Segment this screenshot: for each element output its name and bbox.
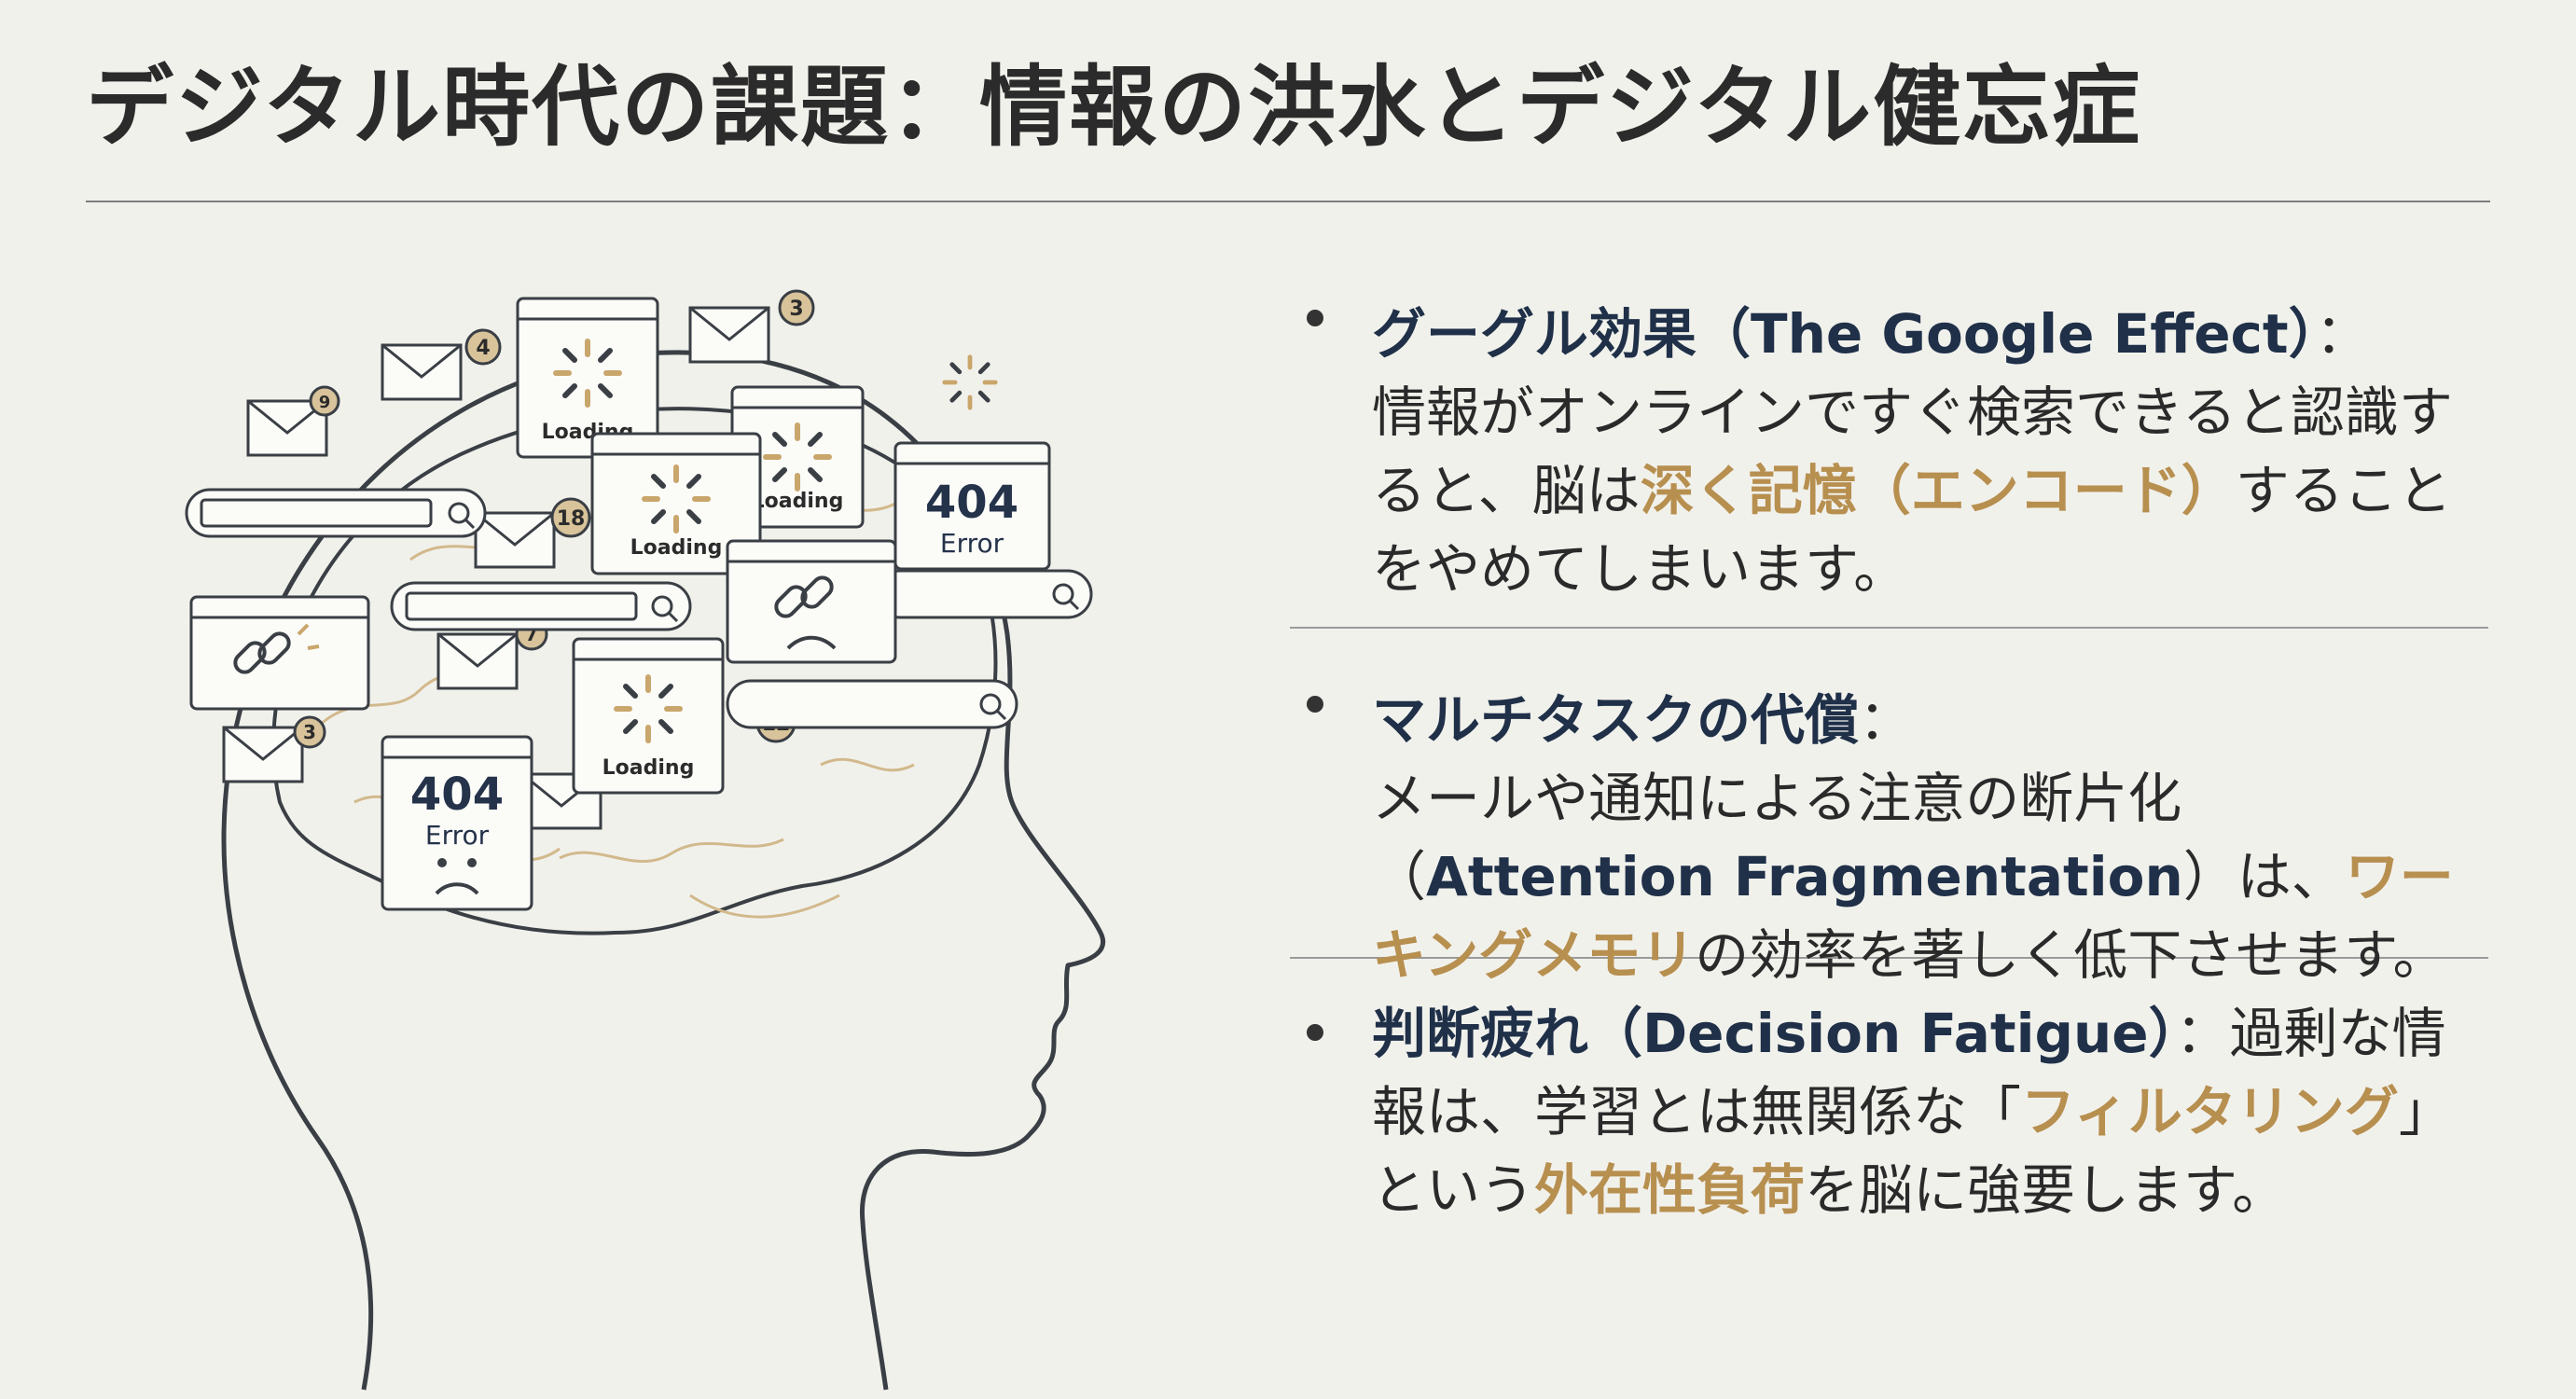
bullet-icon [1307, 1024, 1323, 1041]
search-bar-icon [185, 488, 1093, 729]
point-highlight: ワーキングメモリ [1372, 845, 2454, 987]
point-term: 判断疲れ（Decision Fatigue） [1372, 1002, 2176, 1065]
svg-text:18: 18 [557, 507, 586, 531]
head-profile-icon [221, 350, 1105, 1391]
svg-text:4: 4 [476, 337, 490, 360]
point-text: メールや通知による注意の断片化（ [1372, 767, 2182, 908]
point-text: ）は、 [2182, 845, 2346, 908]
head-illustration: 3 4 9 18 7 3 12 [185, 289, 1105, 1391]
svg-text:9: 9 [319, 393, 331, 412]
title-divider [86, 201, 2490, 202]
loading-spinner-icon: Loading Loading Loading Loading [516, 297, 865, 795]
bullet-icon [1307, 696, 1323, 713]
point-colon: ： [2175, 1002, 2230, 1065]
point-decision-fatigue: 判断疲れ（Decision Fatigue）：過剰な情報は、学習とは無関係な「フ… [1290, 959, 2488, 1229]
page-title: デジタル時代の課題：情報の洪水とデジタル健忘症 [86, 57, 2142, 159]
section-divider [1290, 957, 2488, 959]
point-highlight: 外在性負荷 [1534, 1158, 1806, 1222]
envelope-icon [474, 511, 556, 569]
point-text: 過剰な情報は、学習とは無関係な「 [1372, 1002, 2446, 1143]
svg-text:404: 404 [410, 769, 504, 821]
point-multitask: マルチタスクの代償： メールや通知による注意の断片化（Attention Frag… [1290, 629, 2488, 987]
svg-text:Error: Error [425, 820, 490, 851]
point-text: することをやめてしまいます。 [1372, 459, 2452, 601]
svg-text:404: 404 [925, 477, 1018, 529]
point-term-english: Attention Fragmentation [1426, 845, 2183, 908]
svg-text:Loading: Loading [752, 490, 844, 513]
svg-text:3: 3 [789, 298, 803, 321]
point-google-effect: グーグル効果（The Google Effect）： 情報がオンラインですぐ検索で… [1290, 280, 2488, 627]
envelope-icon [688, 306, 770, 364]
key-points: グーグル効果（The Google Effect）：情報がオンラインですぐ検索で… [1290, 280, 2488, 1229]
point-colon: ： [1859, 688, 1914, 752]
svg-text:Loading: Loading [602, 756, 695, 780]
svg-text:Error: Error [940, 528, 1004, 559]
bullet-icon [1307, 310, 1323, 326]
point-term: マルチタスクの代償 [1372, 688, 1860, 752]
point-text: 」という [1372, 1080, 2453, 1222]
point-highlight: フィルタリング [2021, 1080, 2399, 1143]
brain-icon [271, 407, 998, 935]
point-text: 情報がオンラインですぐ検索できると認識すると、脳は [1372, 381, 2453, 522]
point-text: の効率を著しく低下させます。 [1695, 923, 2447, 987]
point-text: を脳に強要します。 [1805, 1158, 2287, 1222]
svg-text:3: 3 [303, 721, 316, 743]
envelope-icon [436, 632, 519, 690]
envelope-icon [381, 343, 463, 401]
section-divider [1290, 627, 2488, 629]
svg-text:Loading: Loading [630, 536, 723, 560]
envelope-icon [222, 726, 304, 783]
broken-link-icon [189, 539, 897, 711]
point-term: グーグル効果（The Google Effect） [1372, 302, 2316, 366]
error-window: 404 Error 404 Error [381, 441, 1051, 911]
sad-face-icon [435, 858, 479, 895]
point-colon: ： [2315, 302, 2370, 366]
point-highlight: 深く記憶（エンコード） [1640, 459, 2236, 522]
